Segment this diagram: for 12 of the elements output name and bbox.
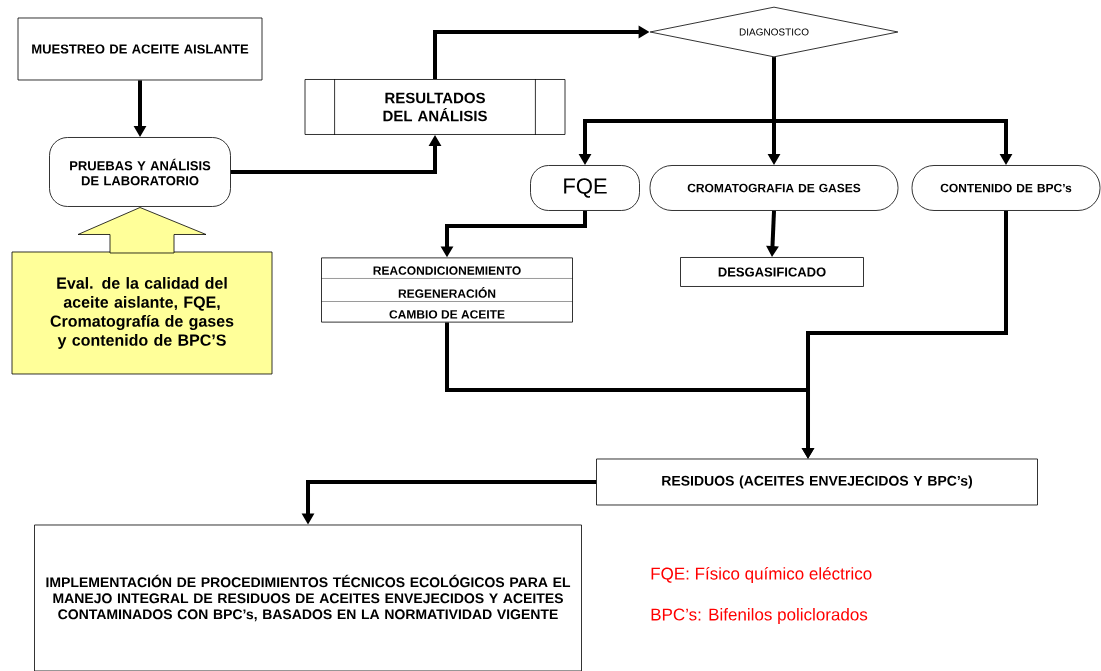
block-arrow [77,207,207,254]
predefined-process-box: RESULTADOS DEL ANÁLISIS [304,78,566,136]
rounded-box: PRUEBAS Y ANÁLISIS DE LABORATORIO [49,137,231,207]
process-box: MUESTREO DE ACEITE AISLANTE [17,17,263,81]
note-text: BPC’s: Bifenilos policlorados [651,608,868,624]
rounded-box: FQE [530,165,640,211]
process-box: RESIDUOS (ACEITES ENVEJECIDOS Y BPC’s) [596,458,1038,506]
process-box: IMPLEMENTACIÓN DE PROCEDIMIENTOS TÉCNICOS ECOLÓGICOS PARA EL MANEJO INTEGRAL DE RESIDUOS DE ACEITES ENVEJECIDOS Y ACEITES CONTAMINADOS CON BPC’s, BASADOS EN LA NORMATIVIDAD VIGENTE [34,524,582,671]
callout-box: Eval. de la calidad del aceite aislante, FQE, Cromatografía de gases y contenido de BPC’S [11,251,273,375]
stacked-box: REACONDICIONEMIENTO REGENERACIÓN CAMBIO DE ACEITE [321,257,573,323]
process-box: DESGASIFICADO [680,257,864,287]
note-text: FQE: Físico químico eléctrico [651,566,872,583]
